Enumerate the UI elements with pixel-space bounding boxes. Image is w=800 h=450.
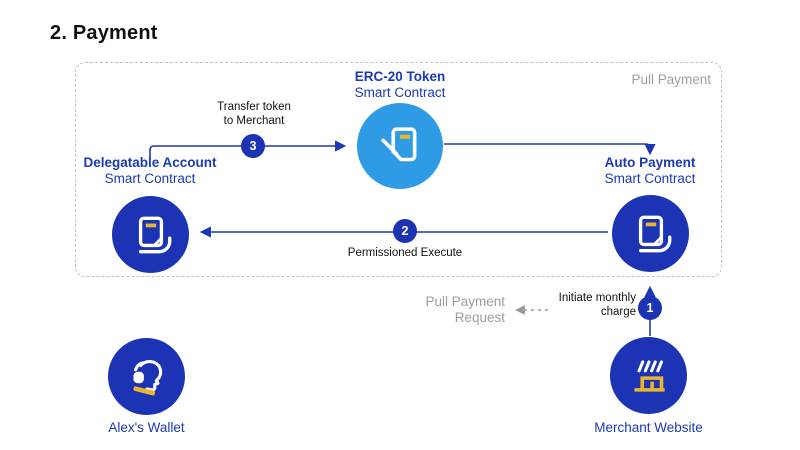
step-badge-1: 1 (638, 296, 662, 320)
erc20-subtitle: Smart Contract (354, 85, 446, 100)
delegatable-subtitle: Smart Contract (104, 171, 196, 186)
pull-payment-container-label: Pull Payment (631, 72, 711, 87)
transfer-token-label: Transfer token to Merchant (217, 101, 291, 127)
page-title: 2. Payment (50, 22, 158, 44)
pull-payment-request-label: Pull Payment Request (425, 294, 505, 325)
permissioned-execute-label: Permissioned Execute (347, 247, 463, 259)
person-headset-icon (132, 359, 162, 396)
erc20-contract-icon (357, 103, 443, 189)
merchant-avatar (610, 337, 687, 414)
delegatable-contract-icon (112, 196, 189, 273)
document-curl-icon (138, 216, 171, 253)
erc20-node-label: ERC-20 Token Smart Contract (325, 69, 475, 101)
autopayment-node-label: Auto Payment Smart Contract (570, 155, 730, 187)
wallet-label: Alex's Wallet (108, 420, 185, 435)
document-curl-icon (638, 215, 671, 252)
storefront-icon (633, 359, 665, 392)
autopayment-title: Auto Payment (604, 155, 696, 170)
step-badge-3: 3 (241, 134, 265, 158)
step-badge-2: 2 (393, 219, 417, 243)
pull-payment-container: Pull Payment (75, 62, 722, 277)
delegatable-title: Delegatable Account (83, 155, 217, 170)
autopayment-subtitle: Smart Contract (604, 171, 696, 186)
initiate-charge-label: Initiate monthly charge (558, 292, 636, 318)
autopayment-contract-icon (612, 195, 689, 272)
document-sign-icon (381, 127, 417, 162)
wallet-avatar (108, 338, 185, 415)
delegatable-node-label: Delegatable Account Smart Contract (70, 155, 230, 187)
erc20-title: ERC-20 Token (354, 69, 446, 84)
merchant-label: Merchant Website (594, 420, 703, 435)
